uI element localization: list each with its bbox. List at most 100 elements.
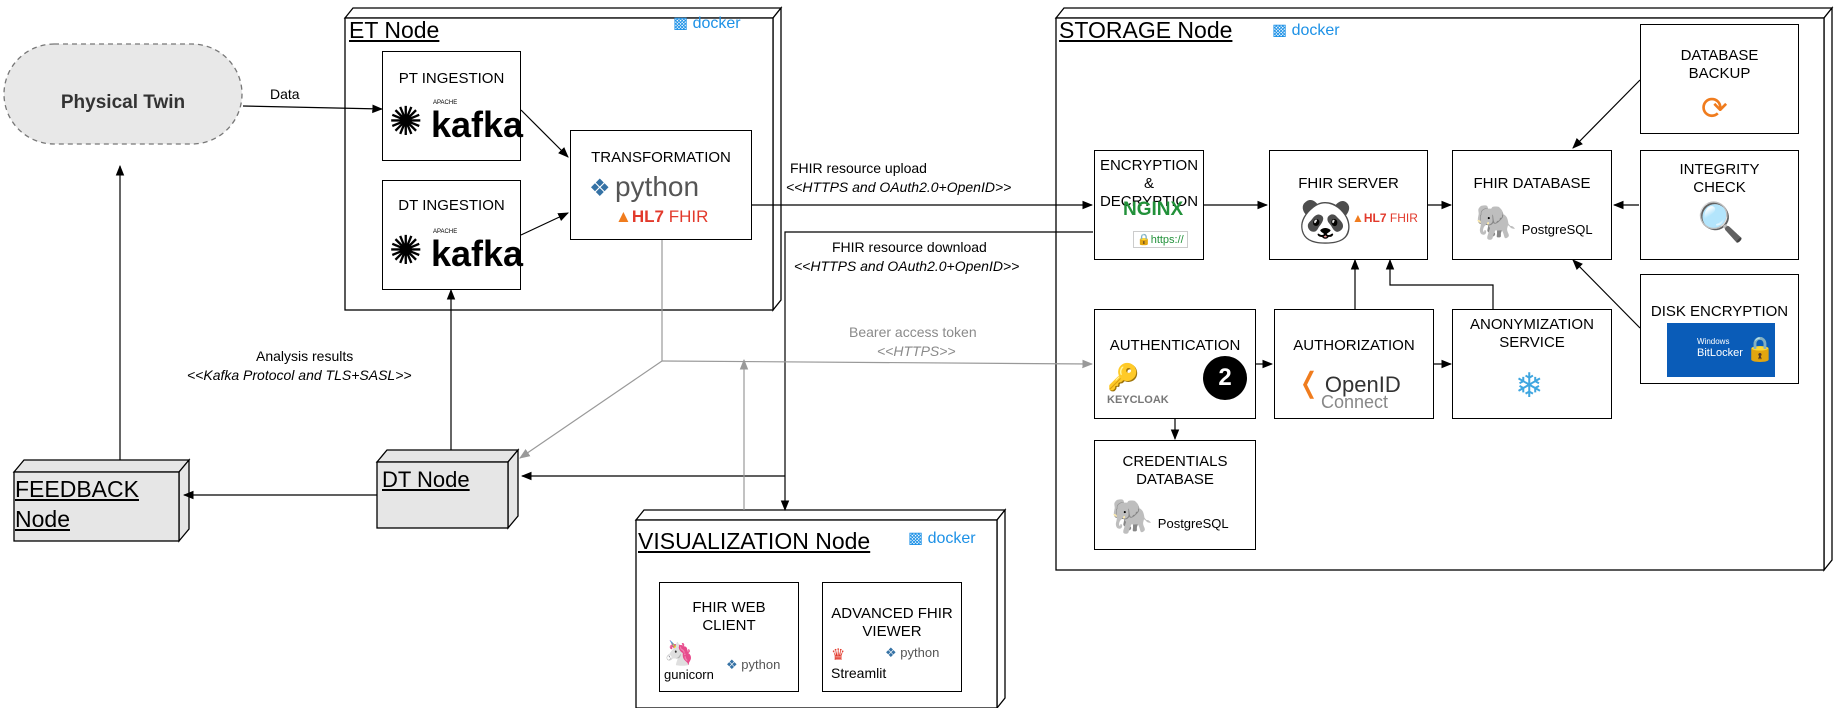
advanced-viewer-label: ADVANCED FHIR VIEWER xyxy=(831,605,953,640)
docker-whale-icon: ▩ xyxy=(1272,22,1288,39)
gunicorn-logo: 🦄 gunicorn xyxy=(664,640,714,682)
edge-pt-transform xyxy=(520,109,569,158)
openid-icon: ❬ xyxy=(1297,367,1321,398)
nginx-logo: NGINX xyxy=(1123,199,1184,220)
lock-icon: 🔒 xyxy=(1137,234,1151,246)
postgres-logo: 🐘 PostgreSQL xyxy=(1475,204,1593,242)
physical-twin-label: Physical Twin xyxy=(60,92,186,113)
padlock-icon: 🔒 xyxy=(1745,336,1775,363)
inspect-icon: 🔍 xyxy=(1697,202,1745,244)
python-icon: ❖ xyxy=(885,645,897,660)
fhir-server-label: FHIR SERVER xyxy=(1298,175,1399,192)
database-backup-box: DATABASE BACKUP ⟳ xyxy=(1640,24,1799,134)
transformation-label: TRANSFORMATION xyxy=(591,149,731,166)
fhir-web-client-box: FHIR WEB CLIENT 🦄 gunicorn ❖ python xyxy=(659,582,799,692)
edge-dt-transform xyxy=(520,212,569,236)
edge-label-analysis-protocol: <<Kafka Protocol and TLS+SASL>> xyxy=(187,367,412,383)
disk-encryption-box: DISK ENCRYPTION Windows BitLocker 🔒 xyxy=(1640,274,1799,384)
edge-label-upload-title: FHIR resource upload xyxy=(790,160,927,176)
credentials-db-label: CREDENTIALS DATABASE xyxy=(1122,453,1228,488)
dt-ingestion-box: DT INGESTION ✺ APACHE kafka xyxy=(382,180,524,290)
hl7-fhir-logo: ▲HL7 FHIR xyxy=(1352,211,1418,225)
anonymization-box: ANONYMIZATION SERVICE ❄ xyxy=(1452,309,1612,419)
docker-whale-icon: ▩ xyxy=(673,15,689,32)
kafka-icon: ✺ xyxy=(389,229,423,273)
transformation-box: TRANSFORMATION ❖ python ▲HL7 FHIR xyxy=(570,130,752,240)
kafka-logo: ✺ APACHE kafka xyxy=(389,229,524,274)
edge-label-bearer-protocol: <<HTTPS>> xyxy=(877,343,956,359)
kafka-icon: ✺ xyxy=(389,100,423,144)
visualization-node-title: VISUALIZATION Node xyxy=(638,528,871,554)
authorization-label: AUTHORIZATION xyxy=(1293,337,1415,354)
pt-ingestion-label: PT INGESTION xyxy=(398,70,505,87)
edge-label-bearer-title: Bearer access token xyxy=(849,324,977,340)
bitlocker-logo: Windows BitLocker 🔒 xyxy=(1667,323,1775,377)
integrity-check-box: INTEGRITY CHECK 🔍 xyxy=(1640,150,1799,260)
edge-label-upload-protocol: <<HTTPS and OAuth2.0+OpenID>> xyxy=(786,179,1012,195)
kafka-logo: ✺ APACHE kafka xyxy=(389,100,524,145)
python-logo: ❖ python xyxy=(589,171,700,202)
edge-anon-server xyxy=(1385,258,1494,310)
openid-connect: Connect xyxy=(1321,392,1389,412)
fhir-server-box: FHIR SERVER 🐼 ▲HL7 FHIR xyxy=(1269,150,1428,260)
edge-bearer xyxy=(661,359,1094,369)
authentication-box: AUTHENTICATION 🔑 KEYCLOAK 2 xyxy=(1094,309,1256,419)
edge-label-data: Data xyxy=(270,86,300,102)
edge-label-download-title: FHIR resource download xyxy=(832,239,987,255)
storage-docker-logo: ▩ docker xyxy=(1272,22,1340,39)
edge-download xyxy=(780,231,1093,512)
anonymization-icon: ❄ xyxy=(1515,367,1544,405)
edge-data xyxy=(242,104,384,114)
python-icon: ❖ xyxy=(589,175,611,202)
dt-node-title: DT Node xyxy=(382,467,470,492)
flame-icon: ▲ xyxy=(1352,211,1364,225)
python-logo: ❖ python xyxy=(726,657,781,672)
openid-logo: ❬ OpenID xyxy=(1297,367,1401,398)
fhir-database-label: FHIR DATABASE xyxy=(1473,175,1591,192)
physical-twin-shape xyxy=(3,43,243,145)
integrity-check-label: INTEGRITY CHECK xyxy=(1679,161,1760,196)
fhir-web-client-label: FHIR WEB CLIENT xyxy=(692,599,766,634)
hl7-fhir-logo: ▲HL7 FHIR xyxy=(615,207,709,226)
oauth-logo: 2 xyxy=(1203,356,1247,400)
encryption-box: ENCRYPTION & DECRYPTION NGINX 🔒https:// xyxy=(1094,150,1204,260)
elephant-icon: 🐘 xyxy=(1475,204,1518,242)
flame-icon: ▲ xyxy=(615,207,632,226)
advanced-viewer-box: ADVANCED FHIR VIEWER ♛ Streamlit ❖ pytho… xyxy=(822,582,962,692)
fhir-database-box: FHIR DATABASE 🐘 PostgreSQL xyxy=(1452,150,1612,260)
streamlit-logo: ♛ Streamlit xyxy=(831,647,887,681)
edge-backup-db xyxy=(1572,79,1641,149)
python-logo: ❖ python xyxy=(885,645,940,660)
elephant-icon: 🐘 xyxy=(1111,498,1154,536)
visualization-docker-logo: ▩ docker xyxy=(908,530,976,547)
database-backup-label: DATABASE BACKUP xyxy=(1680,47,1759,82)
edge-bearer-dt xyxy=(519,360,663,459)
edge-label-download-protocol: <<HTTPS and OAuth2.0+OpenID>> xyxy=(794,258,1020,274)
authorization-box: AUTHORIZATION ❬ OpenID Connect xyxy=(1274,309,1434,419)
disk-encryption-label: DISK ENCRYPTION xyxy=(1650,303,1789,320)
docker-whale-icon: ▩ xyxy=(908,530,924,547)
python-icon: ❖ xyxy=(726,657,738,672)
dt-node-shape xyxy=(375,448,520,530)
authentication-label: AUTHENTICATION xyxy=(1109,337,1241,354)
keycloak-logo: 🔑 KEYCLOAK xyxy=(1107,362,1169,406)
et-docker-logo: ▩ docker xyxy=(673,15,741,32)
unicorn-icon: 🦄 xyxy=(664,640,694,667)
et-node-title: ET Node xyxy=(349,17,440,43)
backup-icon: ⟳ xyxy=(1701,90,1728,126)
raccoon-icon: 🐼 xyxy=(1298,197,1353,246)
dt-ingestion-label: DT INGESTION xyxy=(398,197,505,214)
edge-disk-db xyxy=(1572,259,1641,329)
feedback-node-title: FEEDBACK Node xyxy=(15,476,139,532)
edge-label-analysis-title: Analysis results xyxy=(256,348,354,364)
feedback-node-shape xyxy=(12,458,191,543)
pt-ingestion-box: PT INGESTION ✺ APACHE kafka xyxy=(382,51,524,161)
crown-icon: ♛ xyxy=(831,647,846,664)
postgres-logo: 🐘 PostgreSQL xyxy=(1111,498,1229,536)
credentials-db-box: CREDENTIALS DATABASE 🐘 PostgreSQL xyxy=(1094,440,1256,550)
https-badge: 🔒https:// xyxy=(1133,231,1188,248)
key-icon: 🔑 xyxy=(1107,362,1140,392)
anonymization-label: ANONYMIZATION SERVICE xyxy=(1470,316,1594,351)
encryption-label: ENCRYPTION & DECRYPTION xyxy=(1099,157,1199,210)
storage-node-title: STORAGE Node xyxy=(1059,17,1233,43)
